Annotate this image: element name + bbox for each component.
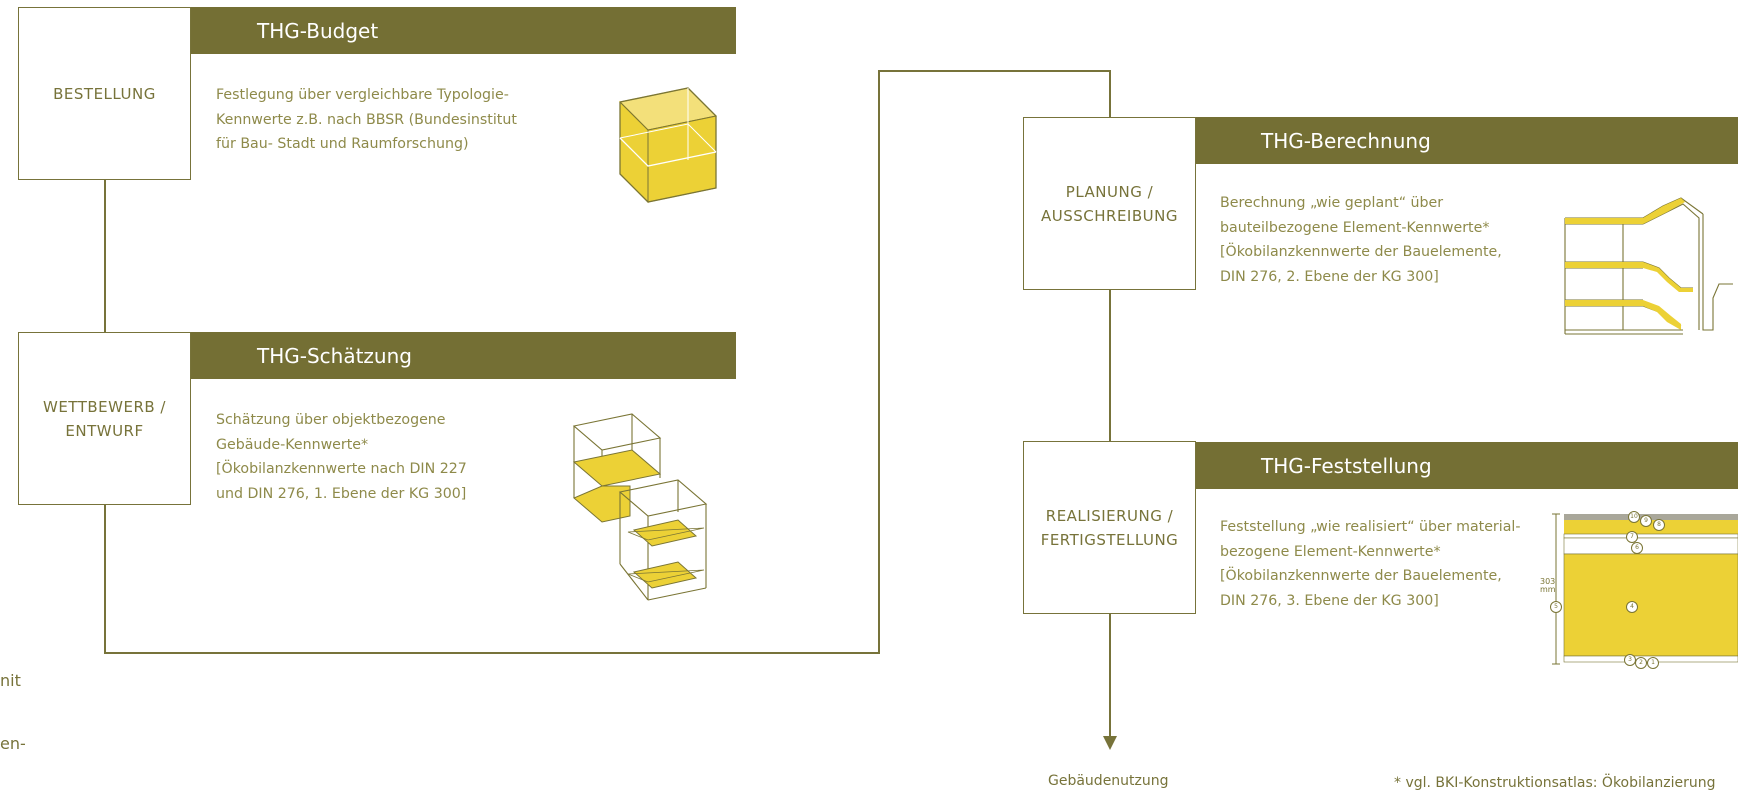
layer-number-marker: 4	[1626, 601, 1638, 613]
connector-bottom-horizontal	[104, 652, 880, 654]
description-realisierung: Feststellung „wie realisiert“ über mater…	[1220, 519, 1521, 609]
footnote: * vgl. BKI-Konstruktionsatlas: Ökobilanz…	[1394, 775, 1716, 791]
bar-thg-budget: THG-Budget	[191, 7, 736, 54]
description-bestellung: Festlegung über vergleichbare Typologie-…	[216, 87, 517, 152]
end-label-gebaeudenutzung: Gebäudenutzung	[1048, 773, 1169, 789]
phase-box-realisierung: REALISIERUNG / FERTIGSTELLUNG	[1023, 441, 1196, 614]
bar-thg-schaetzung: THG-Schätzung	[191, 332, 736, 379]
connector-bestellung-wettbewerb	[104, 180, 106, 332]
cube-illustration	[618, 87, 718, 204]
phase-box-bestellung: BESTELLUNG	[18, 7, 191, 180]
phase-box-planung: PLANUNG / AUSSCHREIBUNG	[1023, 117, 1196, 290]
layer-number-marker: 7	[1626, 531, 1638, 543]
layer-number-marker: 8	[1653, 519, 1665, 531]
layer-number-marker: 5	[1550, 601, 1562, 613]
bar-title-berechnung: THG-Berechnung	[1261, 128, 1431, 153]
bar-title-budget: THG-Budget	[257, 18, 379, 43]
connector-wettbewerb-down	[104, 504, 106, 654]
layer-number-marker: 6	[1631, 542, 1643, 554]
bar-thg-berechnung: THG-Berechnung	[1195, 117, 1738, 164]
phase-box-wettbewerb: WETTBEWERB / ENTWURF	[18, 332, 191, 505]
layer-number-marker: 10	[1628, 511, 1640, 523]
bar-title-schaetzung: THG-Schätzung	[257, 343, 412, 368]
wall-layer-svg	[1552, 513, 1738, 665]
connector-planung-realisierung	[1109, 288, 1111, 442]
connector-top-to-planung	[1109, 70, 1111, 117]
building-section-illustration	[1564, 197, 1733, 335]
connector-top-horizontal	[878, 70, 1110, 72]
description-planung: Berechnung „wie geplant“ über bauteilbez…	[1220, 195, 1502, 285]
left-fragment-1: nit	[0, 671, 21, 690]
connector-vertical-middle	[878, 70, 880, 654]
bar-thg-feststellung: THG-Feststellung	[1195, 442, 1738, 489]
left-fragment-2: en-	[0, 734, 26, 753]
layer-dimension-label: 303 mm	[1540, 577, 1556, 594]
connector-realisierung-down	[1109, 612, 1111, 736]
layer-number-marker: 9	[1640, 515, 1652, 527]
arrow-down-icon	[1103, 736, 1117, 750]
bar-title-feststellung: THG-Feststellung	[1261, 453, 1432, 478]
layer-number-marker: 1	[1647, 657, 1659, 669]
description-wettbewerb: Schätzung über objektbezogene Gebäude-Ke…	[216, 412, 467, 502]
layer-number-marker: 2	[1635, 657, 1647, 669]
stacked-boxes-illustration	[572, 413, 708, 601]
